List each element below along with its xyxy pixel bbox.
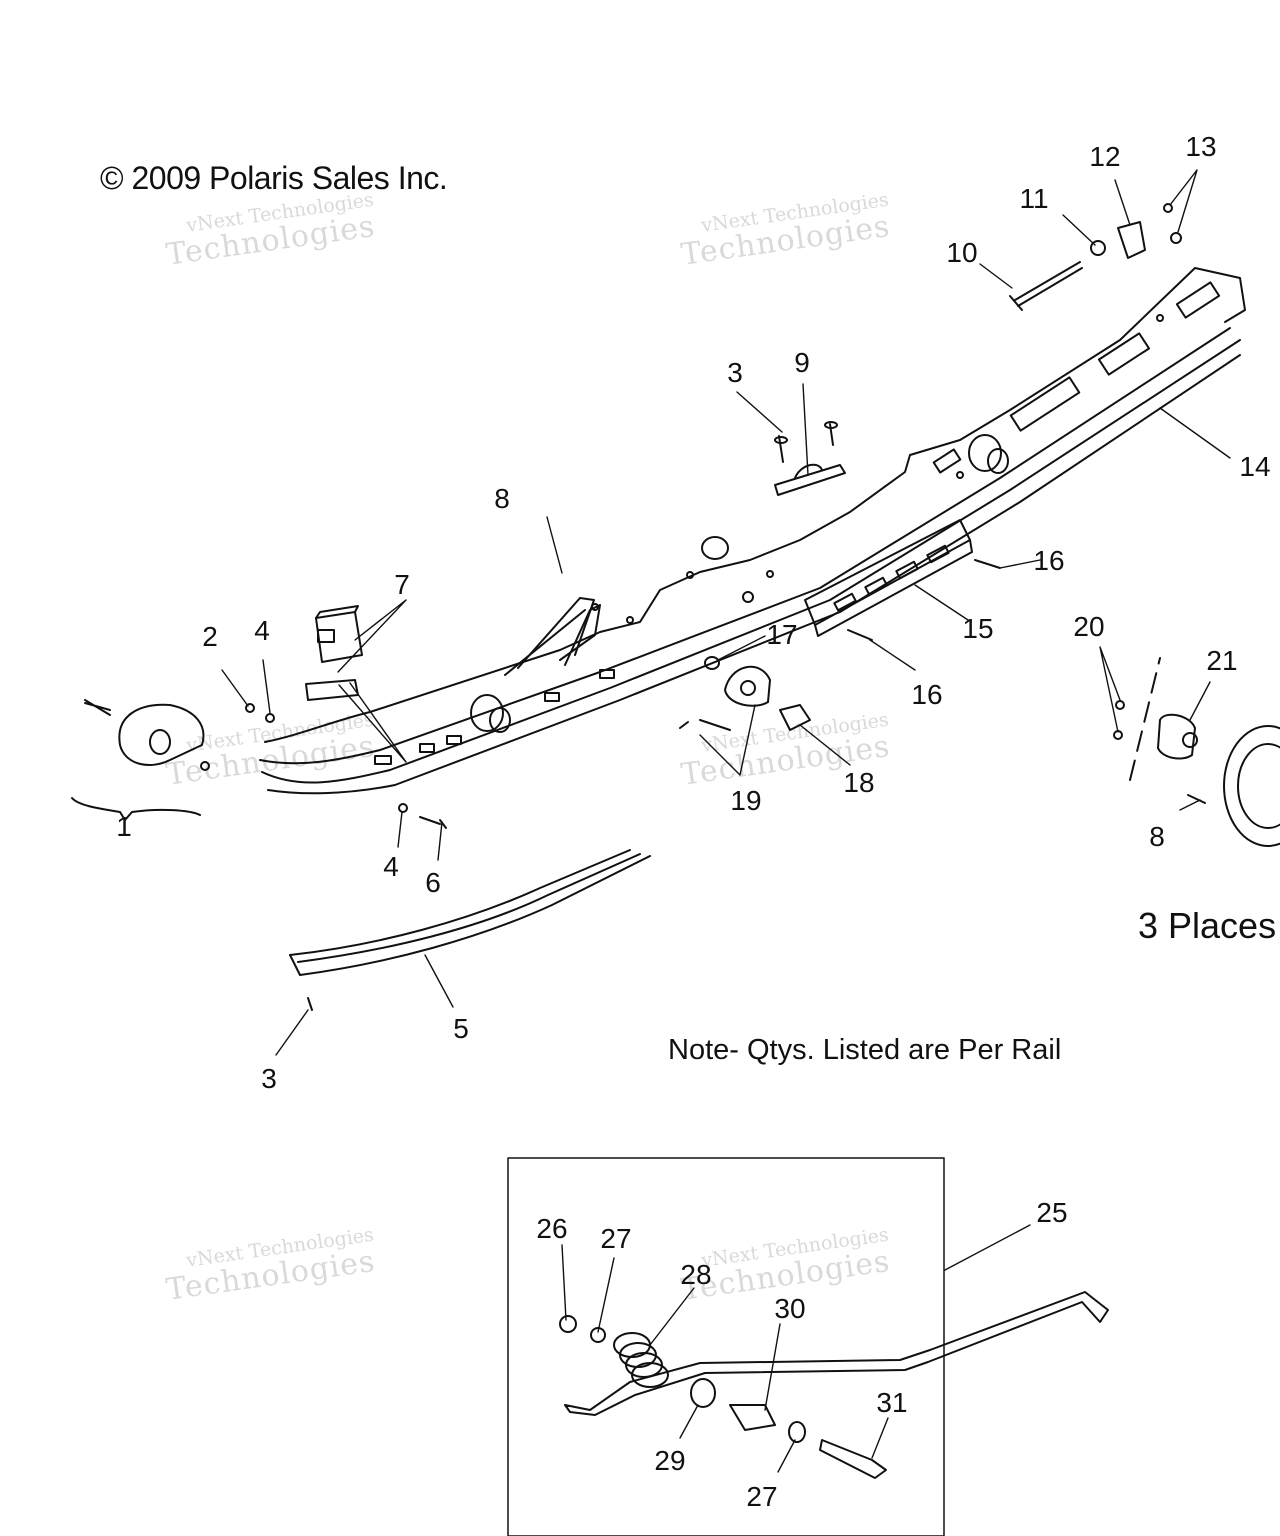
screw bbox=[307, 997, 313, 1011]
places-label: 3 Places bbox=[1138, 905, 1277, 946]
bolt bbox=[419, 816, 447, 829]
idler-bracket bbox=[1157, 713, 1196, 760]
nut bbox=[398, 803, 408, 813]
callout-16: 16 bbox=[911, 679, 942, 710]
spring-coil bbox=[613, 1332, 669, 1388]
callout-20: 20 bbox=[1073, 611, 1104, 642]
callout-30: 30 bbox=[774, 1293, 805, 1324]
hyfax-slide bbox=[289, 849, 651, 976]
rail-guide bbox=[774, 421, 846, 496]
callout-27: 27 bbox=[746, 1481, 777, 1512]
callout-3: 3 bbox=[261, 1063, 277, 1094]
bolt bbox=[1009, 261, 1083, 311]
slide-rail bbox=[259, 267, 1246, 795]
callout-11: 11 bbox=[1019, 183, 1048, 214]
callout-31: 31 bbox=[876, 1387, 907, 1418]
torsion-spring bbox=[564, 1291, 1109, 1416]
washer bbox=[690, 1378, 716, 1408]
pin bbox=[679, 719, 731, 731]
wear-block bbox=[804, 519, 973, 637]
callout-2: 2 bbox=[202, 621, 218, 652]
tip-bracket bbox=[71, 699, 210, 821]
callout-25: 25 bbox=[1036, 1197, 1067, 1228]
bolt bbox=[847, 629, 873, 641]
callout-4: 4 bbox=[383, 851, 399, 882]
spacer bbox=[779, 704, 811, 731]
callout-26: 26 bbox=[536, 1213, 567, 1244]
callout-21: 21 bbox=[1206, 645, 1237, 676]
bolt bbox=[819, 1439, 887, 1479]
callout-1: 1 bbox=[116, 811, 132, 842]
callout-15: 15 bbox=[962, 613, 993, 644]
washer bbox=[559, 1315, 577, 1333]
callout-29: 29 bbox=[654, 1445, 685, 1476]
callout-3: 3 bbox=[727, 357, 743, 388]
idler-wheel bbox=[1223, 725, 1280, 847]
callout-labels: 1 2 3 3 4 4 5 6 7 8 8 9 10 11 12 13 14 1… bbox=[116, 131, 1270, 1512]
washer bbox=[704, 656, 720, 670]
callout-17: 17 bbox=[766, 619, 797, 650]
nut bbox=[245, 703, 255, 713]
callout-28: 28 bbox=[680, 1259, 711, 1290]
nut bbox=[1090, 240, 1106, 256]
nut bbox=[265, 713, 275, 723]
bolt bbox=[1187, 794, 1206, 804]
callout-27: 27 bbox=[600, 1223, 631, 1254]
callout-10: 10 bbox=[946, 237, 977, 268]
callout-4: 4 bbox=[254, 615, 270, 646]
note-text: Note- Qtys. Listed are Per Rail bbox=[668, 1034, 1062, 1066]
callout-19: 19 bbox=[730, 785, 761, 816]
callout-14: 14 bbox=[1239, 451, 1270, 482]
callout-7: 7 bbox=[394, 569, 410, 600]
callout-8: 8 bbox=[494, 483, 510, 514]
plate bbox=[1117, 221, 1146, 259]
callout-18: 18 bbox=[843, 767, 874, 798]
rivet bbox=[1170, 232, 1182, 244]
copyright-text: © 2009 Polaris Sales Inc. bbox=[100, 160, 448, 196]
nut bbox=[1115, 700, 1125, 710]
callout-8: 8 bbox=[1149, 821, 1165, 852]
wear-pad bbox=[305, 605, 363, 701]
callout-5: 5 bbox=[453, 1013, 469, 1044]
washer bbox=[788, 1421, 806, 1443]
callout-16: 16 bbox=[1033, 545, 1064, 576]
bushing bbox=[729, 1404, 776, 1431]
callout-6: 6 bbox=[425, 867, 441, 898]
callout-12: 12 bbox=[1089, 141, 1120, 172]
bumper bbox=[724, 665, 771, 707]
bolt bbox=[974, 559, 1001, 569]
leader-lines bbox=[221, 169, 1231, 1473]
callout-9: 9 bbox=[794, 347, 810, 378]
rivet bbox=[1163, 203, 1173, 213]
callout-13: 13 bbox=[1185, 131, 1216, 162]
inset-box bbox=[507, 1157, 945, 1536]
washer bbox=[590, 1327, 606, 1343]
